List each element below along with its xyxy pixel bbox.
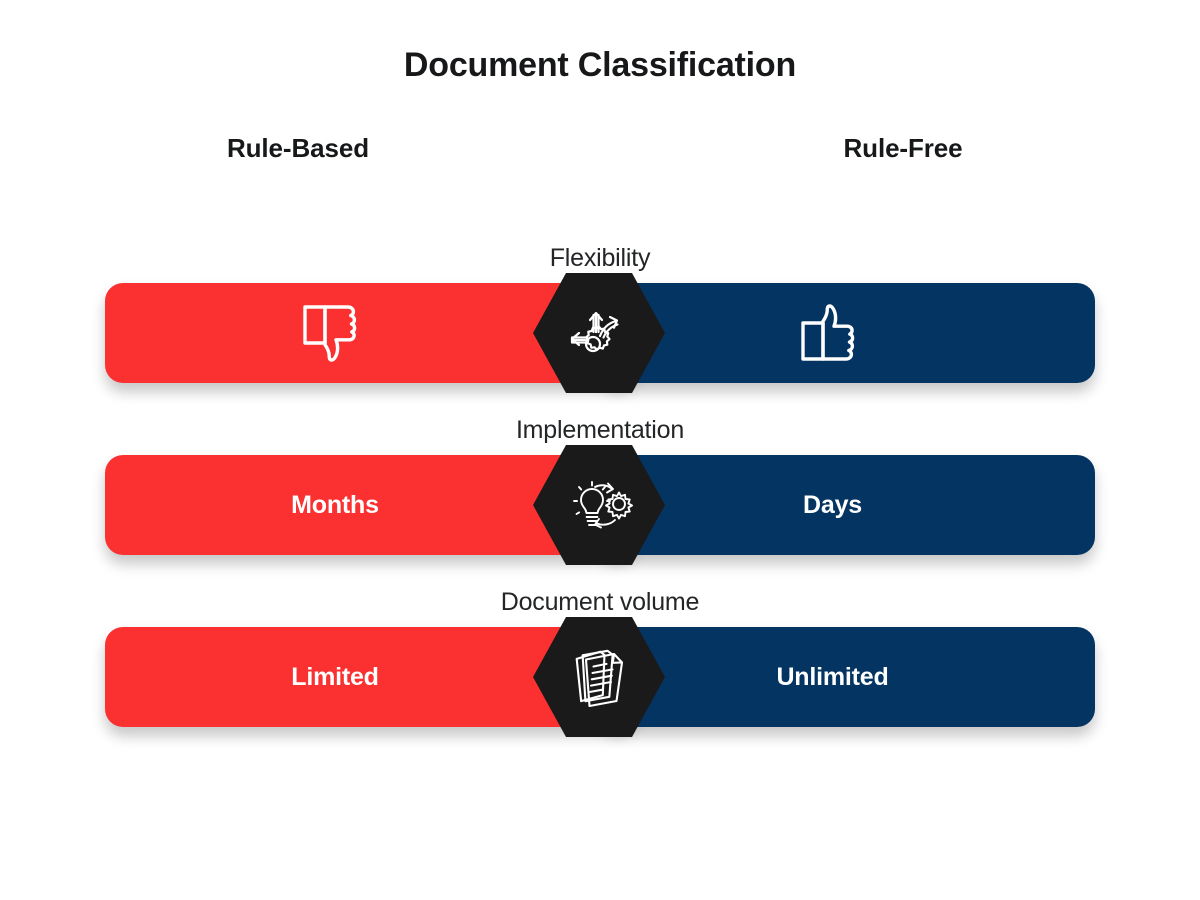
bar-value-right: Unlimited xyxy=(776,662,889,691)
row-badge xyxy=(533,445,665,565)
lightbulb-gear-cycle-icon xyxy=(533,445,665,565)
thumbs-down-icon xyxy=(302,301,368,365)
thumbs-up-icon xyxy=(800,301,866,365)
bar-value-left: Months xyxy=(291,490,379,519)
bar-value-left: Limited xyxy=(291,662,379,691)
row-label: Implementation xyxy=(515,416,685,444)
row-bars: Months Days xyxy=(105,445,1095,565)
document-stack-icon xyxy=(533,617,665,737)
hexagon-shape xyxy=(533,273,665,393)
gear-with-diverging-arrows-icon xyxy=(533,273,665,393)
row-label: Flexibility xyxy=(549,244,651,272)
bar-right-rule-free: Days xyxy=(600,455,1095,555)
row-badge xyxy=(533,273,665,393)
bar-right-rule-free: Unlimited xyxy=(600,627,1095,727)
row-bars: Limited Unlimited xyxy=(105,617,1095,737)
row-badge xyxy=(533,617,665,737)
column-heading-rule-free: Rule-Free xyxy=(843,133,963,163)
bar-value-right: Days xyxy=(803,490,862,519)
row-bars xyxy=(105,273,1095,393)
row-label: Document volume xyxy=(500,588,700,616)
column-heading-rule-based: Rule-Based xyxy=(226,133,370,163)
hexagon-shape xyxy=(533,445,665,565)
page-title: Document Classification xyxy=(403,46,797,84)
bar-right-rule-free xyxy=(600,283,1095,383)
